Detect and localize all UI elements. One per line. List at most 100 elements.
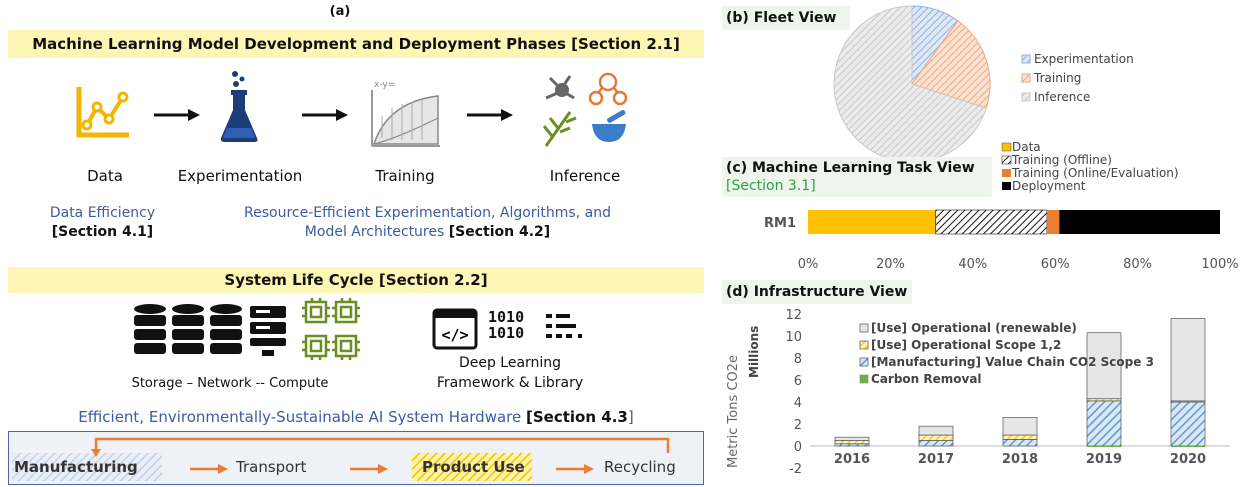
data-efficiency-section: [Section 4.1] [51,224,154,240]
data-chart-icon [76,87,129,138]
svg-text:</>: </> [441,326,468,344]
legend-swatch-training [1021,73,1031,83]
x-category-label: 2017 [918,452,954,467]
legend-swatch-training-online [1002,169,1011,177]
fleet-legend: Experimentation Training Inference [1021,52,1134,104]
fleet-pie-chart [833,5,991,163]
infrastructure-view-title: (d) Infrastructure View [722,280,912,304]
y-tick-label: 6 [794,374,802,389]
category-rm1: RM1 [764,216,796,231]
inference-applications-icon [542,72,628,147]
arrow-icon [467,109,513,121]
task-bar-segment-0 [808,210,936,234]
legend-swatch-training-offline [1001,155,1012,165]
y-axis-units: Millions [747,325,761,378]
svg-text:x-y=: x-y= [374,80,395,90]
task-view-title: (c) Machine Learning Task View [726,160,975,176]
infra-bar-segment-1 [1002,434,1038,440]
training-curve-icon: x-y= [371,80,440,147]
stage-product-use: Product Use [422,458,525,476]
hardware-text: Efficient, Environmentally-Sustainable A… [78,408,522,426]
legend-entry-0: [Use] Operational (renewable) [871,321,1077,335]
arrow-icon [154,109,200,121]
stage-recycling: Recycling [604,458,676,476]
stage-transport: Transport [236,458,307,476]
legend-entry-1: [Use] Operational Scope 1,2 [871,338,1061,352]
legend-data: Data [1012,140,1041,154]
y-tick-label: 4 [794,396,802,411]
x-category-label: 2016 [834,452,870,467]
lifecycle-title: System Life Cycle [Section 2.2] [8,267,704,293]
infra-bar-segment-0 [1086,332,1122,400]
arrow-icon [302,109,348,121]
legend-swatch-experimentation [1021,54,1031,64]
x-tick-label: 60% [1041,257,1070,272]
infra-bar-segment-1 [918,434,954,441]
infra-bar-carbon-removal [1087,446,1121,448]
legend-swatch-1 [859,340,869,350]
pie-slice-training [911,20,991,109]
code-window-icon: </> [432,308,478,350]
task-bar-chart: RM1 0%20%40%60%80%100% [764,209,1239,272]
infra-bar-segment-2 [1170,401,1206,447]
infra-bar-carbon-removal [1171,446,1205,448]
task-view-title-band [722,157,992,197]
legend-swatch-3 [859,374,869,384]
list-icon [546,314,582,338]
y-tick-label: 2 [794,418,802,433]
panel-a-label: (a) [329,4,351,19]
lifecycle-arrows [12,437,670,481]
infra-bar-segment-2 [1086,400,1122,447]
task-bar-segment-2 [1046,210,1060,234]
resource-efficient-section: [Section 4.2] [448,224,551,240]
compute-chip-icons [302,298,360,360]
fleet-view-title: (b) Fleet View [722,6,850,30]
infra-bar-segment-1 [834,440,870,445]
infra-bar-segment-0 [1170,318,1206,402]
phase-label-experimentation: Experimentation [177,167,303,185]
legend-deployment: Deployment [1012,179,1086,193]
phase-label-inference: Inference [549,167,621,185]
phase-label-data: Data [87,167,123,185]
infra-bar-segment-2 [1002,439,1038,447]
task-view-section: [Section 3.1] [726,178,816,194]
legend-training-offline: Training (Offline) [1011,153,1112,167]
deep-learning-label: Deep Learning [458,355,562,371]
x-tick-label: 40% [958,257,987,272]
y-tick-label: 0 [794,440,802,455]
task-bar-segment-3 [1059,210,1220,234]
storage-network-icons [134,304,286,356]
legend-swatch-deployment [1002,182,1011,190]
hardware-section-close: ] [627,408,634,426]
stage-manufacturing: Manufacturing [14,458,138,476]
legend-swatch-data [1001,142,1012,152]
y-axis-label: Metric Tons CO2e [726,355,741,468]
x-category-label: 2018 [1002,452,1038,467]
x-tick-label: 20% [876,257,905,272]
x-category-label: 2020 [1170,452,1206,467]
legend-training: Training [1033,71,1081,85]
hardware-line: Efficient, Environmentally-Sustainable A… [8,408,704,426]
pie-slice-inference [833,5,987,163]
hardware-section: [Section 4.3 [526,408,628,426]
legend-swatch-0 [859,323,869,333]
phase-label-training: Training [375,167,435,185]
y-tick-label: 8 [794,352,802,367]
legend-training-online: Training (Online/Evaluation) [1011,166,1179,180]
infra-bar-segment-0 [1002,417,1038,436]
infra-bar-segment-0 [834,436,870,441]
phases-title: Machine Learning Model Development and D… [8,30,704,58]
x-category-label: 2019 [1086,452,1122,467]
legend-inference: Inference [1034,90,1090,104]
y-tick-label: -2 [789,462,802,477]
task-bar-segment-1 [935,209,1048,235]
resource-efficient-label: Resource-Efficient Experimentation, Algo… [244,205,611,221]
storage-network-compute-label: Storage – Network -- Compute [131,376,329,391]
infra-bar-segment-2 [918,440,954,447]
task-legend: Data Training (Offline) Training (Online… [1001,140,1179,193]
legend-entry-2: [Manufacturing] Value Chain CO2 Scope 3 [871,355,1154,369]
legend-entry-3: Carbon Removal [871,372,982,386]
resource-efficient-line2: Model Architectures [Section 4.2] [190,224,665,240]
legend-experimentation: Experimentation [1034,52,1134,66]
